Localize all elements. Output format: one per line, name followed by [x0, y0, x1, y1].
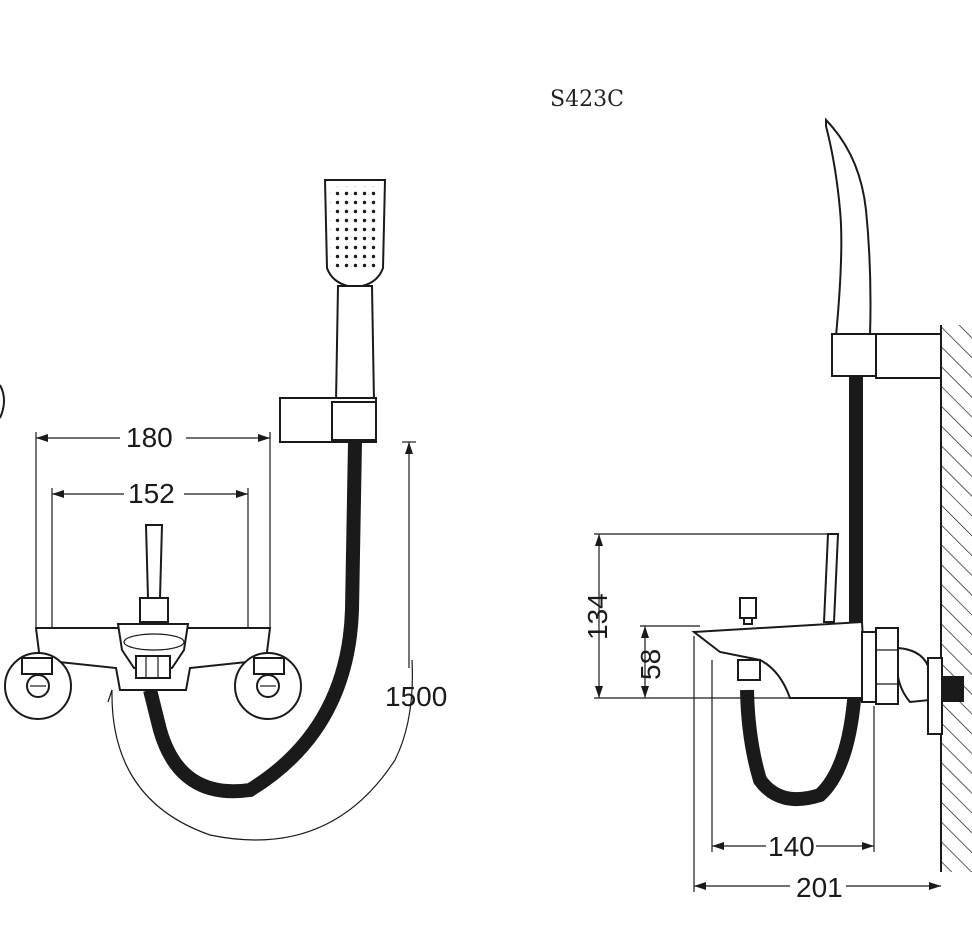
dim-spout-height-label: 58 — [635, 649, 666, 680]
side-hose — [740, 376, 864, 807]
front-view: 180 152 1500 — [0, 179, 447, 841]
dim-140 — [711, 660, 875, 852]
side-mixer-body — [691, 620, 868, 699]
dim-152 — [51, 488, 249, 628]
dim-134 — [594, 533, 836, 699]
dim-1500 — [402, 441, 416, 668]
dim-total-depth-label: 201 — [796, 872, 843, 903]
dim-spout-reach-label: 140 — [768, 831, 815, 862]
spray-face-nozzles — [330, 186, 380, 272]
side-diverter-knob — [739, 597, 757, 625]
side-hand-shower — [825, 117, 872, 337]
front-right-escutcheon — [234, 652, 302, 720]
dim-overall-width-label: 180 — [126, 422, 173, 453]
dim-center-distance-label: 152 — [128, 478, 175, 509]
front-hand-shower — [323, 179, 387, 403]
dim-201 — [693, 636, 941, 892]
side-wall-connector — [861, 627, 964, 735]
front-lever-handle — [139, 524, 169, 623]
dim-58 — [640, 625, 700, 698]
front-shower-holder — [279, 397, 377, 443]
hose-sweep-arc — [111, 659, 413, 841]
edge-arc — [0, 384, 5, 419]
side-lever-handle — [822, 533, 840, 623]
model-number: S423C — [550, 87, 624, 112]
front-hose — [143, 441, 362, 799]
side-shower-holder — [831, 333, 942, 379]
dim-total-height-label: 134 — [582, 593, 613, 640]
wall-hatch — [942, 325, 972, 872]
side-view: 134 58 140 201 — [582, 117, 972, 903]
front-left-escutcheon — [4, 652, 72, 720]
dim-180 — [35, 432, 271, 628]
dim-hose-length-label: 1500 — [385, 681, 447, 712]
